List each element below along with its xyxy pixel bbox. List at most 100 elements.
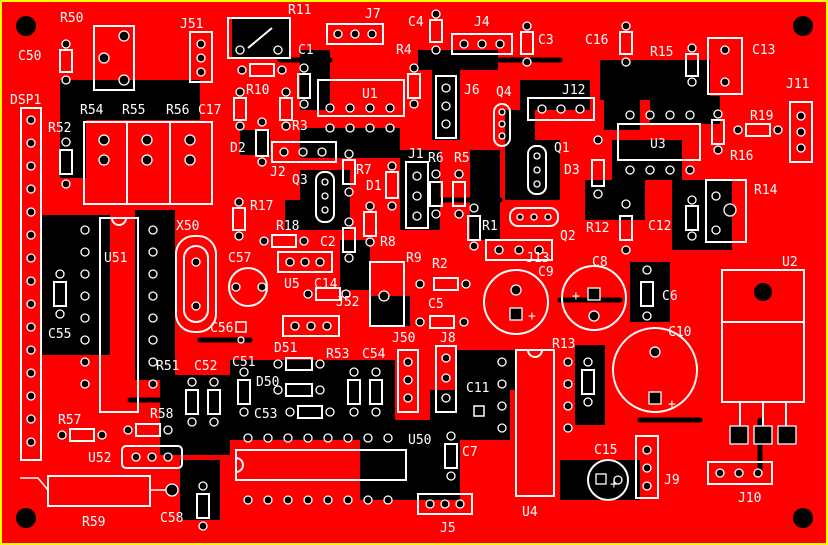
label-r10: R10 [246, 83, 269, 98]
label-c8: C8 [592, 255, 608, 270]
label-r6: R6 [428, 151, 444, 166]
q3-transistor [315, 171, 335, 223]
d51-diode [273, 357, 325, 371]
d2-diode [255, 117, 269, 167]
j52-connector [282, 315, 340, 337]
c8-capacitor: + [561, 265, 627, 331]
svg-text:+: + [668, 397, 676, 412]
j7-connector [326, 23, 384, 45]
svg-text:+: + [528, 309, 536, 324]
label-c12: C12 [648, 219, 671, 234]
u2-regulator [721, 269, 805, 445]
label-u4: U4 [522, 505, 538, 520]
x50-crystal [175, 235, 217, 333]
j4-connector [451, 33, 513, 55]
label-r1: R1 [482, 219, 498, 234]
label-c5: C5 [428, 297, 444, 312]
label-r8: R8 [380, 235, 396, 250]
c15-capacitor: + [587, 459, 629, 501]
j10-connector [707, 461, 773, 485]
label-d50: D50 [256, 375, 279, 390]
label-q1: Q1 [554, 141, 570, 156]
r18-resistor [259, 234, 309, 248]
label-c54: C54 [362, 347, 386, 362]
r5-resistor [452, 169, 466, 219]
r19-resistor [733, 123, 783, 137]
label-q4: Q4 [496, 85, 512, 100]
label-u2: U2 [782, 255, 798, 270]
label-u5: U5 [284, 277, 300, 292]
u51-ic [80, 217, 158, 413]
label-r12: R12 [586, 221, 609, 236]
c53-capacitor [285, 405, 335, 419]
label-u52: U52 [88, 451, 111, 466]
c3-capacitor [520, 21, 534, 67]
c57-capacitor [228, 267, 268, 307]
label-c9: C9 [538, 265, 554, 280]
label-c17: C17 [198, 103, 221, 118]
r8-resistor [363, 201, 377, 247]
j1-connector [405, 161, 429, 229]
dsp1-header [20, 107, 42, 461]
label-r52: R52 [48, 121, 71, 136]
c16-capacitor [619, 21, 633, 67]
d3-diode [591, 135, 605, 199]
mounting-holes [16, 16, 813, 528]
d1-diode [385, 161, 399, 211]
label-j51: J51 [180, 17, 203, 32]
c12-capacitor [685, 195, 699, 241]
label-r11: R11 [288, 3, 311, 18]
r51-resistor [185, 377, 199, 427]
label-u50: U50 [408, 433, 431, 448]
q4-transistor [493, 103, 511, 147]
label-d1: D1 [366, 179, 382, 194]
c10-capacitor: + [612, 327, 698, 413]
c50-capacitor [59, 39, 73, 85]
j5-connector [417, 493, 473, 515]
label-c50: C50 [18, 49, 41, 64]
label-r18: R18 [276, 219, 299, 234]
c17-capacitor [233, 87, 247, 131]
label-q3: Q3 [292, 173, 308, 188]
q2-transistor [509, 207, 559, 227]
label-c14: C14 [314, 277, 338, 292]
c7-capacitor [444, 431, 458, 481]
label-c56: C56 [210, 321, 233, 336]
c54-capacitor [369, 367, 383, 417]
svg-text:+: + [610, 477, 618, 492]
j8-connector [435, 345, 457, 413]
label-c2: C2 [320, 235, 336, 250]
c2-capacitor [342, 217, 356, 263]
label-d51: D51 [274, 341, 297, 356]
r16-resistor [711, 109, 725, 155]
u4-ic [497, 349, 573, 497]
label-c52: C52 [194, 359, 217, 374]
label-r51: R51 [156, 359, 179, 374]
label-r13: R13 [552, 337, 575, 352]
r6-resistor [429, 169, 443, 219]
label-r2: R2 [432, 257, 448, 272]
label-c4: C4 [408, 15, 424, 30]
r59-resistor [20, 475, 179, 507]
label-c3: C3 [538, 33, 554, 48]
j51-connector [189, 31, 213, 83]
label-j13: J13 [526, 251, 549, 266]
label-c15: C15 [594, 443, 617, 458]
label-c13: C13 [752, 43, 775, 58]
label-j9: J9 [664, 473, 680, 488]
c1-capacitor [297, 63, 311, 109]
label-j12: J12 [562, 83, 585, 98]
label-x50: X50 [176, 219, 199, 234]
c51-capacitor [237, 367, 251, 417]
j11-connector [789, 101, 813, 163]
label-dsp1: DSP1 [10, 93, 41, 108]
c9-capacitor: + [483, 269, 549, 335]
r9-trimmer [369, 261, 405, 327]
u5-regulator [277, 251, 333, 273]
label-r14: R14 [754, 183, 778, 198]
c55-capacitor [53, 269, 67, 319]
c58-capacitor [196, 481, 210, 531]
label-r16: R16 [730, 149, 753, 164]
q1-transistor [527, 145, 547, 195]
